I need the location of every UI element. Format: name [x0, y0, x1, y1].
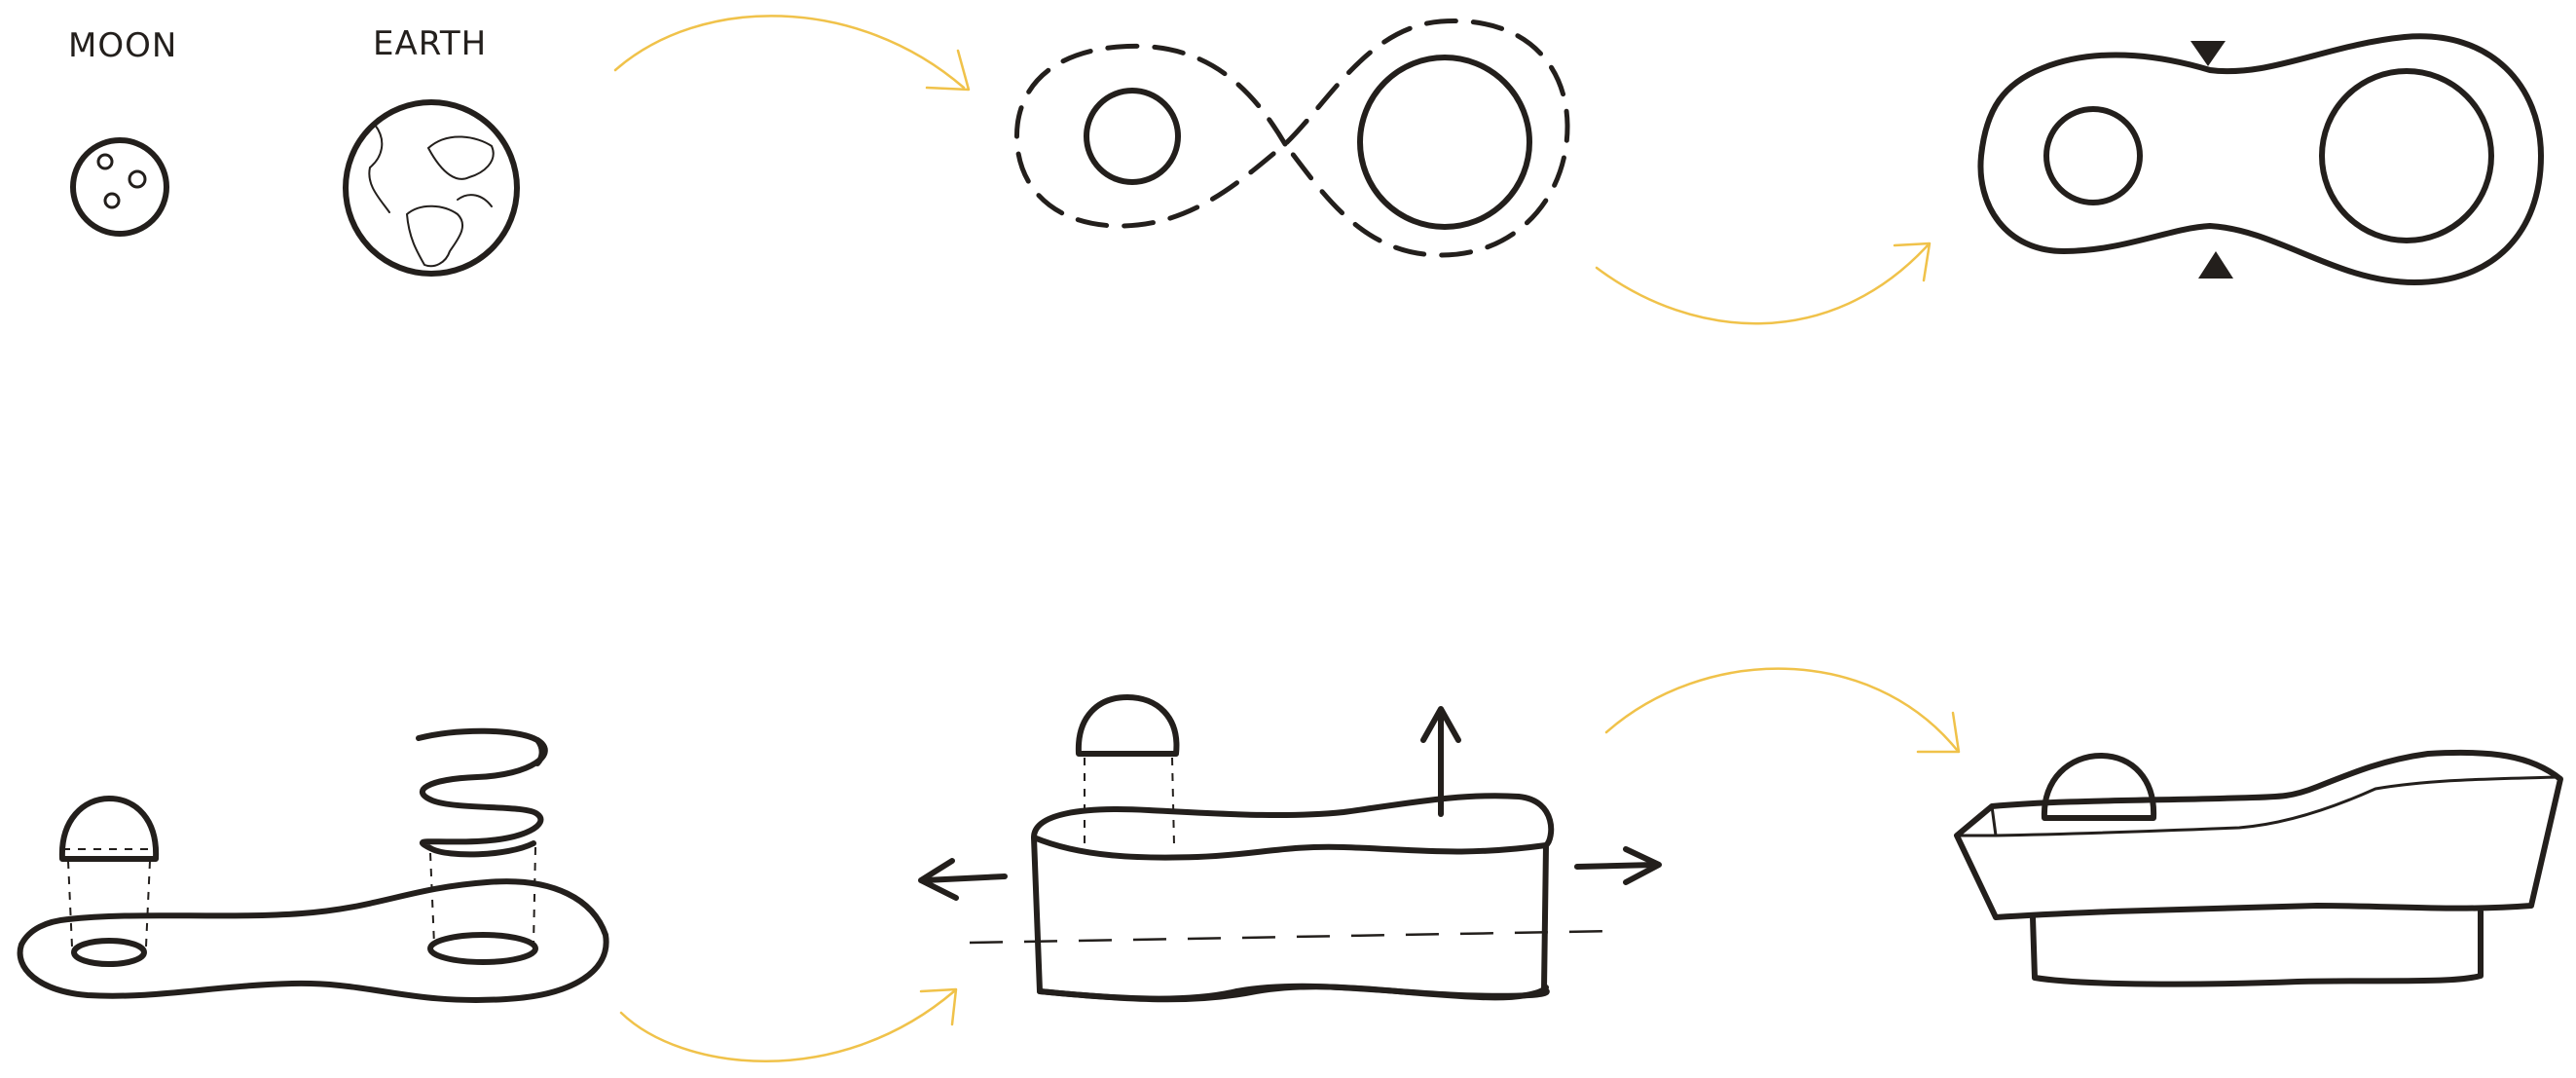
finished-object-icon — [1954, 749, 2563, 987]
spring-icon — [416, 727, 548, 946]
moon-group: MOON — [68, 26, 177, 237]
flow-arrow-2 — [1595, 242, 1932, 325]
extrude-arrow — [1420, 706, 1461, 817]
extruded-block-icon — [918, 694, 1662, 1003]
pinch-marker-bottom — [2198, 251, 2233, 279]
flow-arrow-1 — [613, 15, 971, 92]
flow-arrow-4 — [1604, 667, 1961, 754]
moon-icon — [70, 137, 169, 237]
dashed-orbit-icon — [1013, 19, 1570, 258]
stretch-arrows — [918, 846, 1662, 901]
base-with-parts-icon — [17, 727, 609, 1003]
flow-arrow-3 — [619, 987, 958, 1062]
earth-icon — [343, 99, 520, 277]
dome-icon — [58, 796, 160, 948]
earth-group: EARTH — [343, 24, 520, 277]
pinch-marker-top — [2190, 41, 2226, 66]
outline-icon — [1977, 33, 2544, 285]
earth-label: EARTH — [373, 24, 487, 63]
moon-label: MOON — [68, 26, 177, 65]
dome-icon-2 — [1075, 694, 1180, 846]
